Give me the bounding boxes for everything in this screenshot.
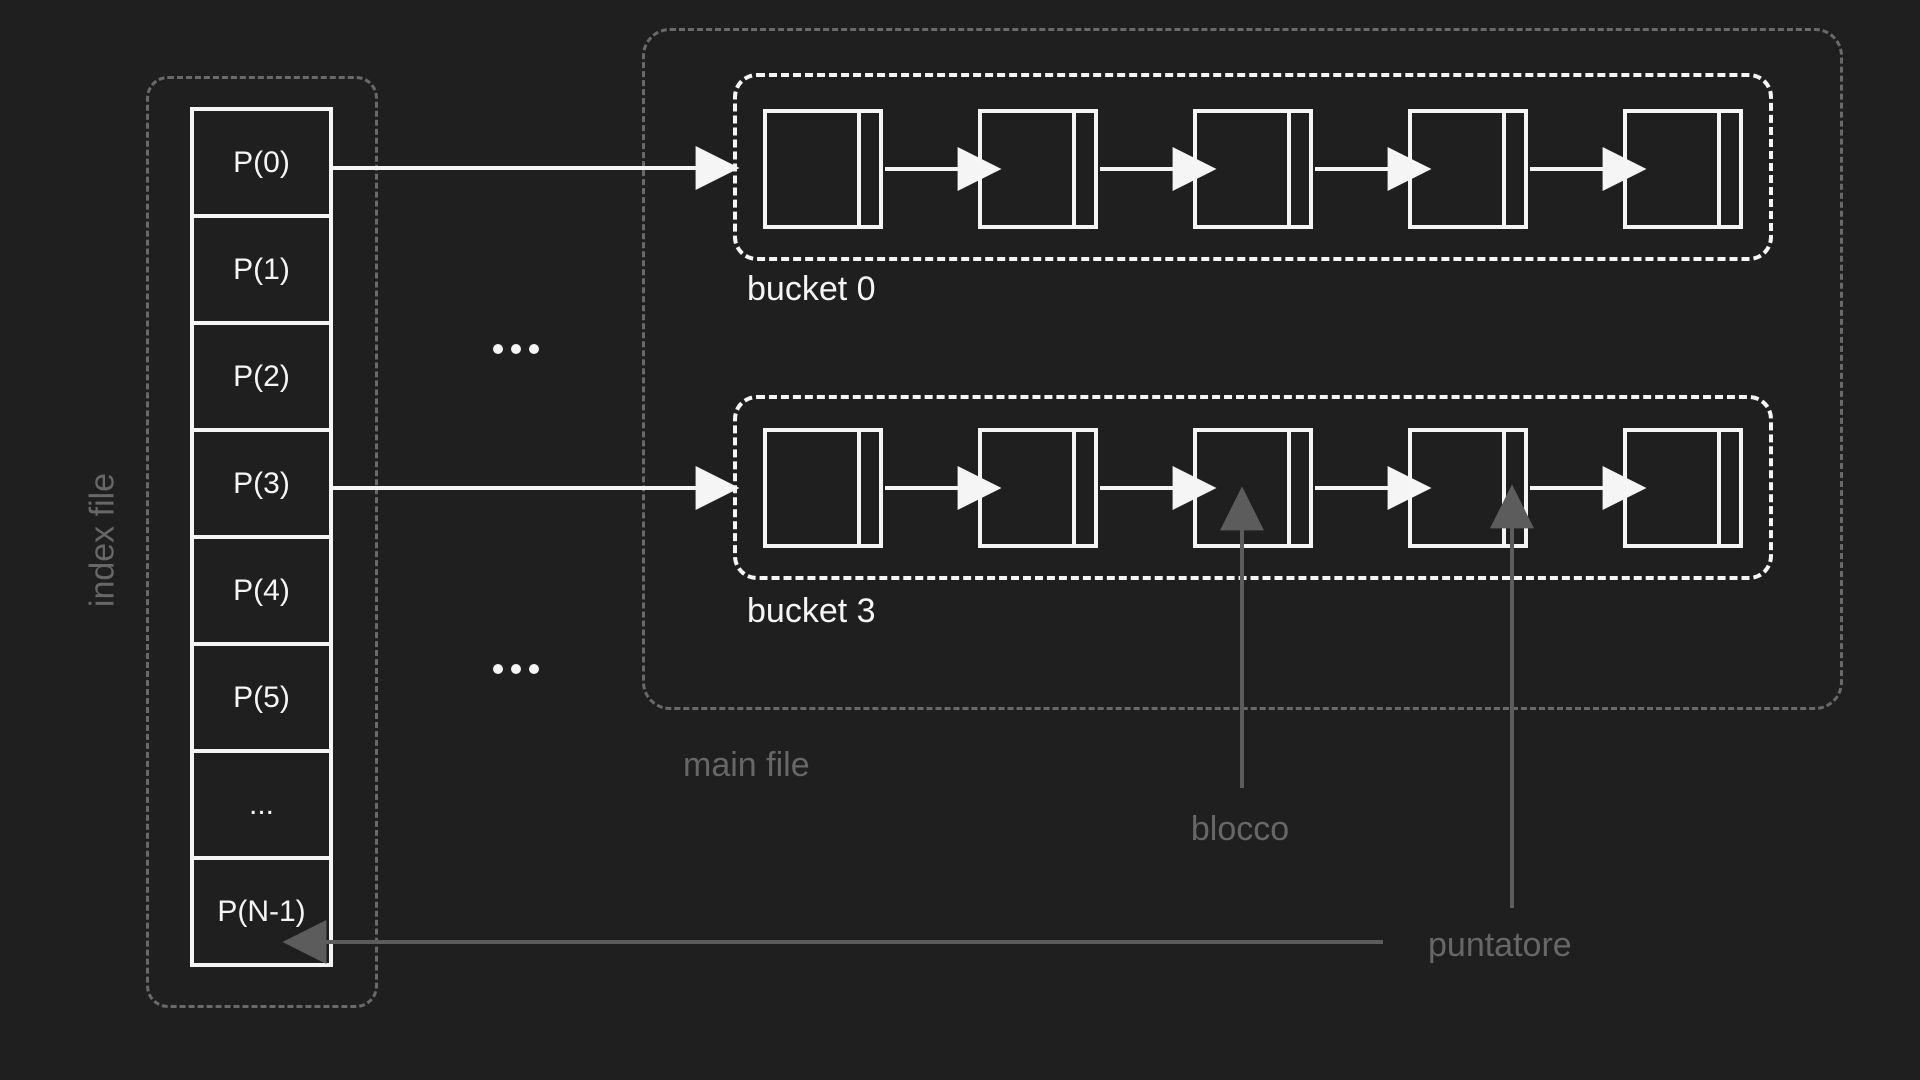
block-pointer-divider [1072, 432, 1076, 544]
block-pointer-divider [1717, 432, 1721, 544]
block [1623, 109, 1743, 229]
block [763, 428, 883, 548]
index-cell-column: P(0) P(1) P(2) P(3) P(4) P(5) ... P(N-1) [190, 107, 333, 967]
block [1623, 428, 1743, 548]
block [1408, 109, 1528, 229]
block [978, 109, 1098, 229]
block [1408, 428, 1528, 548]
block-pointer-divider [1072, 113, 1076, 225]
block [978, 428, 1098, 548]
block-pointer-divider [1287, 432, 1291, 544]
bucket-0-container [733, 73, 1773, 261]
more-buckets-ellipsis-bottom [493, 664, 539, 674]
block [1193, 109, 1313, 229]
index-file-label: index file [83, 472, 122, 608]
index-cell-p2: P(2) [194, 321, 329, 428]
block-pointer-divider [1287, 113, 1291, 225]
main-file-label: main file [683, 746, 810, 784]
block [763, 109, 883, 229]
block-pointer-divider [1502, 113, 1506, 225]
index-cell-p0: P(0) [233, 145, 290, 179]
block-pointer-divider [1502, 432, 1506, 544]
block-pointer-divider [857, 432, 861, 544]
bucket-3-container [733, 395, 1773, 580]
bucket-3-label: bucket 3 [747, 592, 876, 630]
index-file-container [146, 76, 378, 1008]
index-cell-p5: P(5) [194, 642, 329, 749]
index-cell-p1: P(1) [194, 214, 329, 321]
pointer-annotation-label: puntatore [1428, 926, 1572, 964]
index-cell-p4: P(4) [194, 535, 329, 642]
bucket-0-label: bucket 0 [747, 270, 876, 308]
index-cell-pn1: P(N-1) [194, 856, 329, 963]
more-buckets-ellipsis-top [493, 344, 539, 354]
block [1193, 428, 1313, 548]
index-cell-p3: P(3) [194, 428, 329, 535]
block-annotation-label: blocco [1190, 810, 1290, 848]
block-pointer-divider [1717, 113, 1721, 225]
index-cell-ellipsis: ... [194, 749, 329, 856]
block-pointer-divider [857, 113, 861, 225]
